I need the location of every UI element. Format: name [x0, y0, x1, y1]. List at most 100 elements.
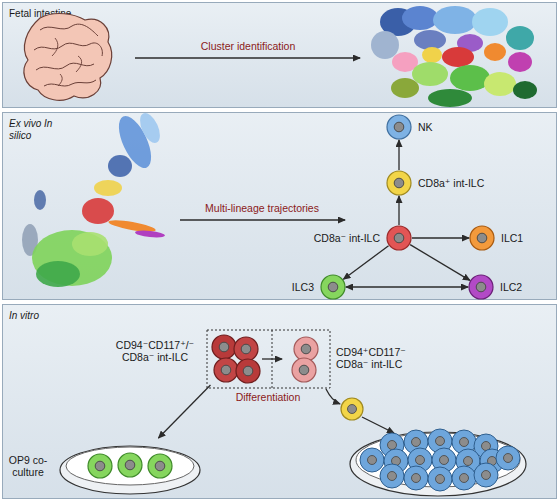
arrow-line — [326, 389, 340, 404]
cell-node-shape — [468, 274, 494, 300]
cluster-map — [457, 34, 483, 52]
sort-gate — [207, 330, 330, 388]
cluster-map — [513, 81, 537, 99]
cell-population-shape — [243, 366, 253, 376]
culture-dish — [360, 448, 384, 472]
trajectory-map — [22, 110, 165, 287]
cell-node-shape — [386, 170, 412, 196]
cell-population-shape — [221, 365, 231, 375]
culture-dish — [404, 430, 428, 454]
culture-dish — [452, 466, 476, 490]
culture-dish-shape — [58, 438, 202, 496]
panel-title: In vitro — [9, 310, 39, 322]
culture-dish-shape — [88, 454, 112, 478]
cell-node-shape — [386, 225, 412, 251]
cell-node: ILC3 — [320, 274, 346, 300]
intestine-illustration — [24, 14, 112, 101]
cell-population-shape — [236, 359, 260, 383]
cluster-map — [506, 26, 534, 50]
cluster-map — [472, 8, 508, 36]
node-label: CD94⁻CD117⁺/⁻ CD8a⁻ int-ILC — [110, 339, 200, 363]
cell-node-shape — [394, 233, 404, 243]
culture-dish — [452, 430, 476, 454]
culture-dish-shape — [60, 446, 200, 494]
trajectory-map — [72, 232, 108, 256]
nk-cell-shape — [394, 122, 404, 132]
intestine-illustration — [44, 80, 96, 86]
cell-population-shape — [241, 344, 251, 354]
node-label: CD8a⁻ int-ILC — [314, 232, 380, 244]
cell-population: CD94⁻CD117⁺/⁻ CD8a⁻ int-ILC — [210, 333, 262, 385]
intestine-illustration — [34, 43, 102, 56]
node-label: CD94⁺CD117⁻ CD8a⁻ int-ILC — [336, 346, 428, 370]
cell-population-shape — [294, 337, 318, 361]
culture-dish — [380, 433, 404, 457]
flow-arrow — [398, 140, 399, 170]
flow-arrow — [158, 385, 210, 438]
trajectory-map — [108, 218, 157, 234]
cell-population-shape — [214, 358, 238, 382]
cluster-map — [433, 6, 477, 34]
cell-population-shape — [301, 344, 311, 354]
trajectory-map — [136, 110, 164, 146]
panel-band: Fetal intestine — [2, 2, 557, 108]
nk-cell-shape — [386, 114, 412, 140]
panel-title: Ex vivo In silico — [9, 118, 53, 142]
arrow-line — [362, 417, 394, 433]
flow-arrow — [412, 237, 469, 238]
culture-dish — [480, 449, 504, 473]
trajectory-map — [135, 229, 165, 238]
cell-node-shape — [387, 171, 411, 195]
cell-node-shape — [321, 275, 345, 299]
node-label: OP9 co-culture — [2, 454, 54, 478]
cell-node-shape — [469, 225, 495, 251]
yellow-cell — [348, 405, 357, 414]
node-label: NK — [418, 121, 433, 133]
trajectory-map — [82, 198, 114, 224]
cell-population-shape — [292, 358, 316, 382]
nk-cell: NK — [386, 114, 412, 140]
arrow-line — [135, 57, 360, 58]
culture-dish — [350, 429, 526, 496]
culture-dish — [428, 429, 452, 453]
culture-dish-shape — [95, 461, 105, 471]
cell-node-shape — [320, 274, 346, 300]
node-label: ILC3 — [292, 281, 314, 293]
trajectory-map — [32, 230, 112, 286]
cell-population-shape — [282, 333, 328, 385]
cell-node-shape — [469, 275, 493, 299]
cell-population: CD94⁺CD117⁻ CD8a⁻ int-ILC — [282, 333, 328, 385]
trajectory-map — [112, 112, 157, 173]
cell-node-shape — [477, 233, 487, 243]
culture-dish-shape — [66, 447, 194, 485]
yellow-cell — [341, 398, 363, 420]
cell-node-shape — [387, 226, 411, 250]
flow-arrow — [343, 246, 388, 280]
cell-population-shape — [219, 342, 229, 352]
arrow-line — [326, 389, 394, 433]
intestine-illustration — [36, 63, 94, 70]
cluster-map — [402, 6, 438, 30]
yellow-cell — [341, 398, 363, 420]
culture-dish-shape — [155, 461, 165, 471]
culture-dish-shape — [148, 454, 172, 478]
cluster-map — [392, 52, 418, 72]
intestine-illustration — [40, 24, 98, 36]
cluster-map — [412, 62, 448, 86]
culture-dish — [350, 432, 526, 496]
trajectory-map — [108, 155, 132, 177]
cluster-map — [371, 31, 399, 59]
intestine-illustration — [24, 14, 112, 101]
node-label: ILC2 — [500, 281, 522, 293]
sort-gate — [207, 330, 330, 388]
cell-node: ILC1 — [469, 225, 495, 251]
culture-dish-shape — [125, 460, 135, 470]
cell-node: CD8a⁺ int-ILC — [386, 170, 412, 196]
arrow-caption: Multi-lineage trajectories — [205, 202, 319, 214]
cluster-map — [414, 30, 446, 50]
culture-dish — [456, 449, 480, 473]
culture-dish — [404, 466, 428, 490]
